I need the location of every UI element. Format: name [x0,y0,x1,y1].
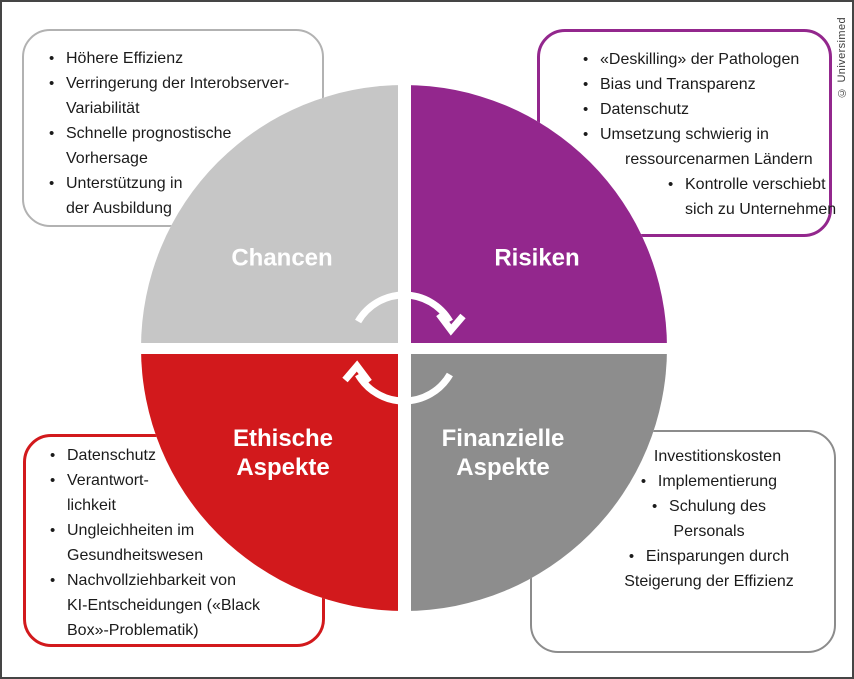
list-item-text: lichkeit [67,497,116,514]
list-item: Variabilität [49,96,314,121]
bullet-icon: • [583,51,589,68]
list-item-text: Kontrolle verschiebt [685,176,826,193]
list-item: • Höhere Effizienz [49,46,314,71]
bullet-icon: • [49,50,55,67]
quadrant-label-risiken: Risiken [494,244,580,272]
cycle-arrows-icon [342,291,466,405]
list-item: lichkeit [50,493,314,518]
list-item-text: Unterstützung in [66,175,183,192]
list-item-text: sich zu Unternehmen [685,201,837,218]
list-item-text: Implementierung [657,473,778,490]
list-item-text: «Deskilling» der Pathologen [600,51,800,68]
quadrant-label-chancen: Chancen [231,244,333,272]
list-item: • Schnelle prognostische [49,121,314,146]
bullet-icon: • [668,176,674,193]
bullet-icon: • [652,498,658,515]
bullet-icon: • [583,126,589,143]
list-item-text: der Ausbildung [66,200,172,217]
bullet-icon: • [628,548,635,565]
quadrant-label-ethische: Ethische Aspekte [232,425,334,481]
list-item-text: Investitionskosten [653,448,782,465]
list-item: • Umsetzung schwierig in [583,122,821,147]
list-item: Vorhersage [49,146,314,171]
list-item: • Verantwort- [50,468,314,493]
bullet-icon: • [50,447,56,464]
quadrant-circle [141,85,667,611]
bullet-icon: • [640,473,647,490]
list-item: • Kontrolle verschiebt [668,172,826,197]
list-item: Box»-Problematik) [50,618,314,643]
list-item: • Bias und Transparenz [583,72,821,97]
list-item: • Implementierung [604,469,814,494]
list-item-text: Bias und Transparenz [600,76,756,93]
list-item-text: ressourcenarmen Ländern [625,151,813,168]
list-item-text: Nachvollziehbarkeit von [67,572,236,589]
bullet-icon: • [50,472,56,489]
bullet-icon: • [49,175,55,192]
list-item: • Datenschutz [583,97,821,122]
list-item: Personals [604,519,814,544]
list-item: • Einsparungen durch [604,544,814,569]
bullet-icon: • [50,522,56,539]
quadrant-label-finanzielle: Finanzielle Aspekte [441,425,565,481]
list-item-text: Datenschutz [600,101,689,118]
bullet-icon: • [49,125,55,142]
list-item-text: Verantwort- [67,472,149,489]
list-item-text: Box»-Problematik) [67,622,199,639]
list-item: der Ausbildung [49,196,314,221]
list-item-text: Gesundheitswesen [67,547,204,564]
list-item: Gesundheitswesen [50,543,314,568]
bullet-icon: • [49,75,55,92]
list-item-text: KI-Entscheidungen («Black [67,597,260,614]
list-item: • Datenschutz [50,443,314,468]
list-item: • «Deskilling» der Pathologen [583,47,821,72]
bullet-icon: • [583,101,589,118]
list-item-text: Steigerung der Effizienz [624,573,794,590]
list-item: • Nachvollziehbarkeit von [50,568,314,593]
list-item-text: Variabilität [66,100,140,117]
list-item-text: Umsetzung schwierig in [600,126,769,143]
bullet-icon: • [50,572,56,589]
list-item-text: Schnelle prognostische [66,125,232,142]
list-item: • Ungleichheiten im [50,518,314,543]
list-item-text: Einsparungen durch [645,548,790,565]
list-item: ressourcenarmen Ländern [625,147,821,172]
list-item: Steigerung der Effizienz [604,569,814,594]
list-item: • Verringerung der Interobserver- [49,71,314,96]
list-item-text: Datenschutz [67,447,156,464]
list-item-text: Verringerung der Interobserver- [66,75,290,92]
copyright-text: © Universimed [836,17,848,99]
list-item-text: Schulung des [669,498,766,515]
list-item-text: Ungleichheiten im [67,522,195,539]
list-item: • Unterstützung in [49,171,314,196]
list-item-text: Höhere Effizienz [66,50,184,67]
list-item: KI-Entscheidungen («Black [50,593,314,618]
bullet-icon: • [583,76,589,93]
list-item-text: Personals [673,523,745,540]
list-item: sich zu Unternehmen [685,197,836,222]
list-item-text: Vorhersage [66,150,148,167]
list-item: • Schulung des [604,494,814,519]
